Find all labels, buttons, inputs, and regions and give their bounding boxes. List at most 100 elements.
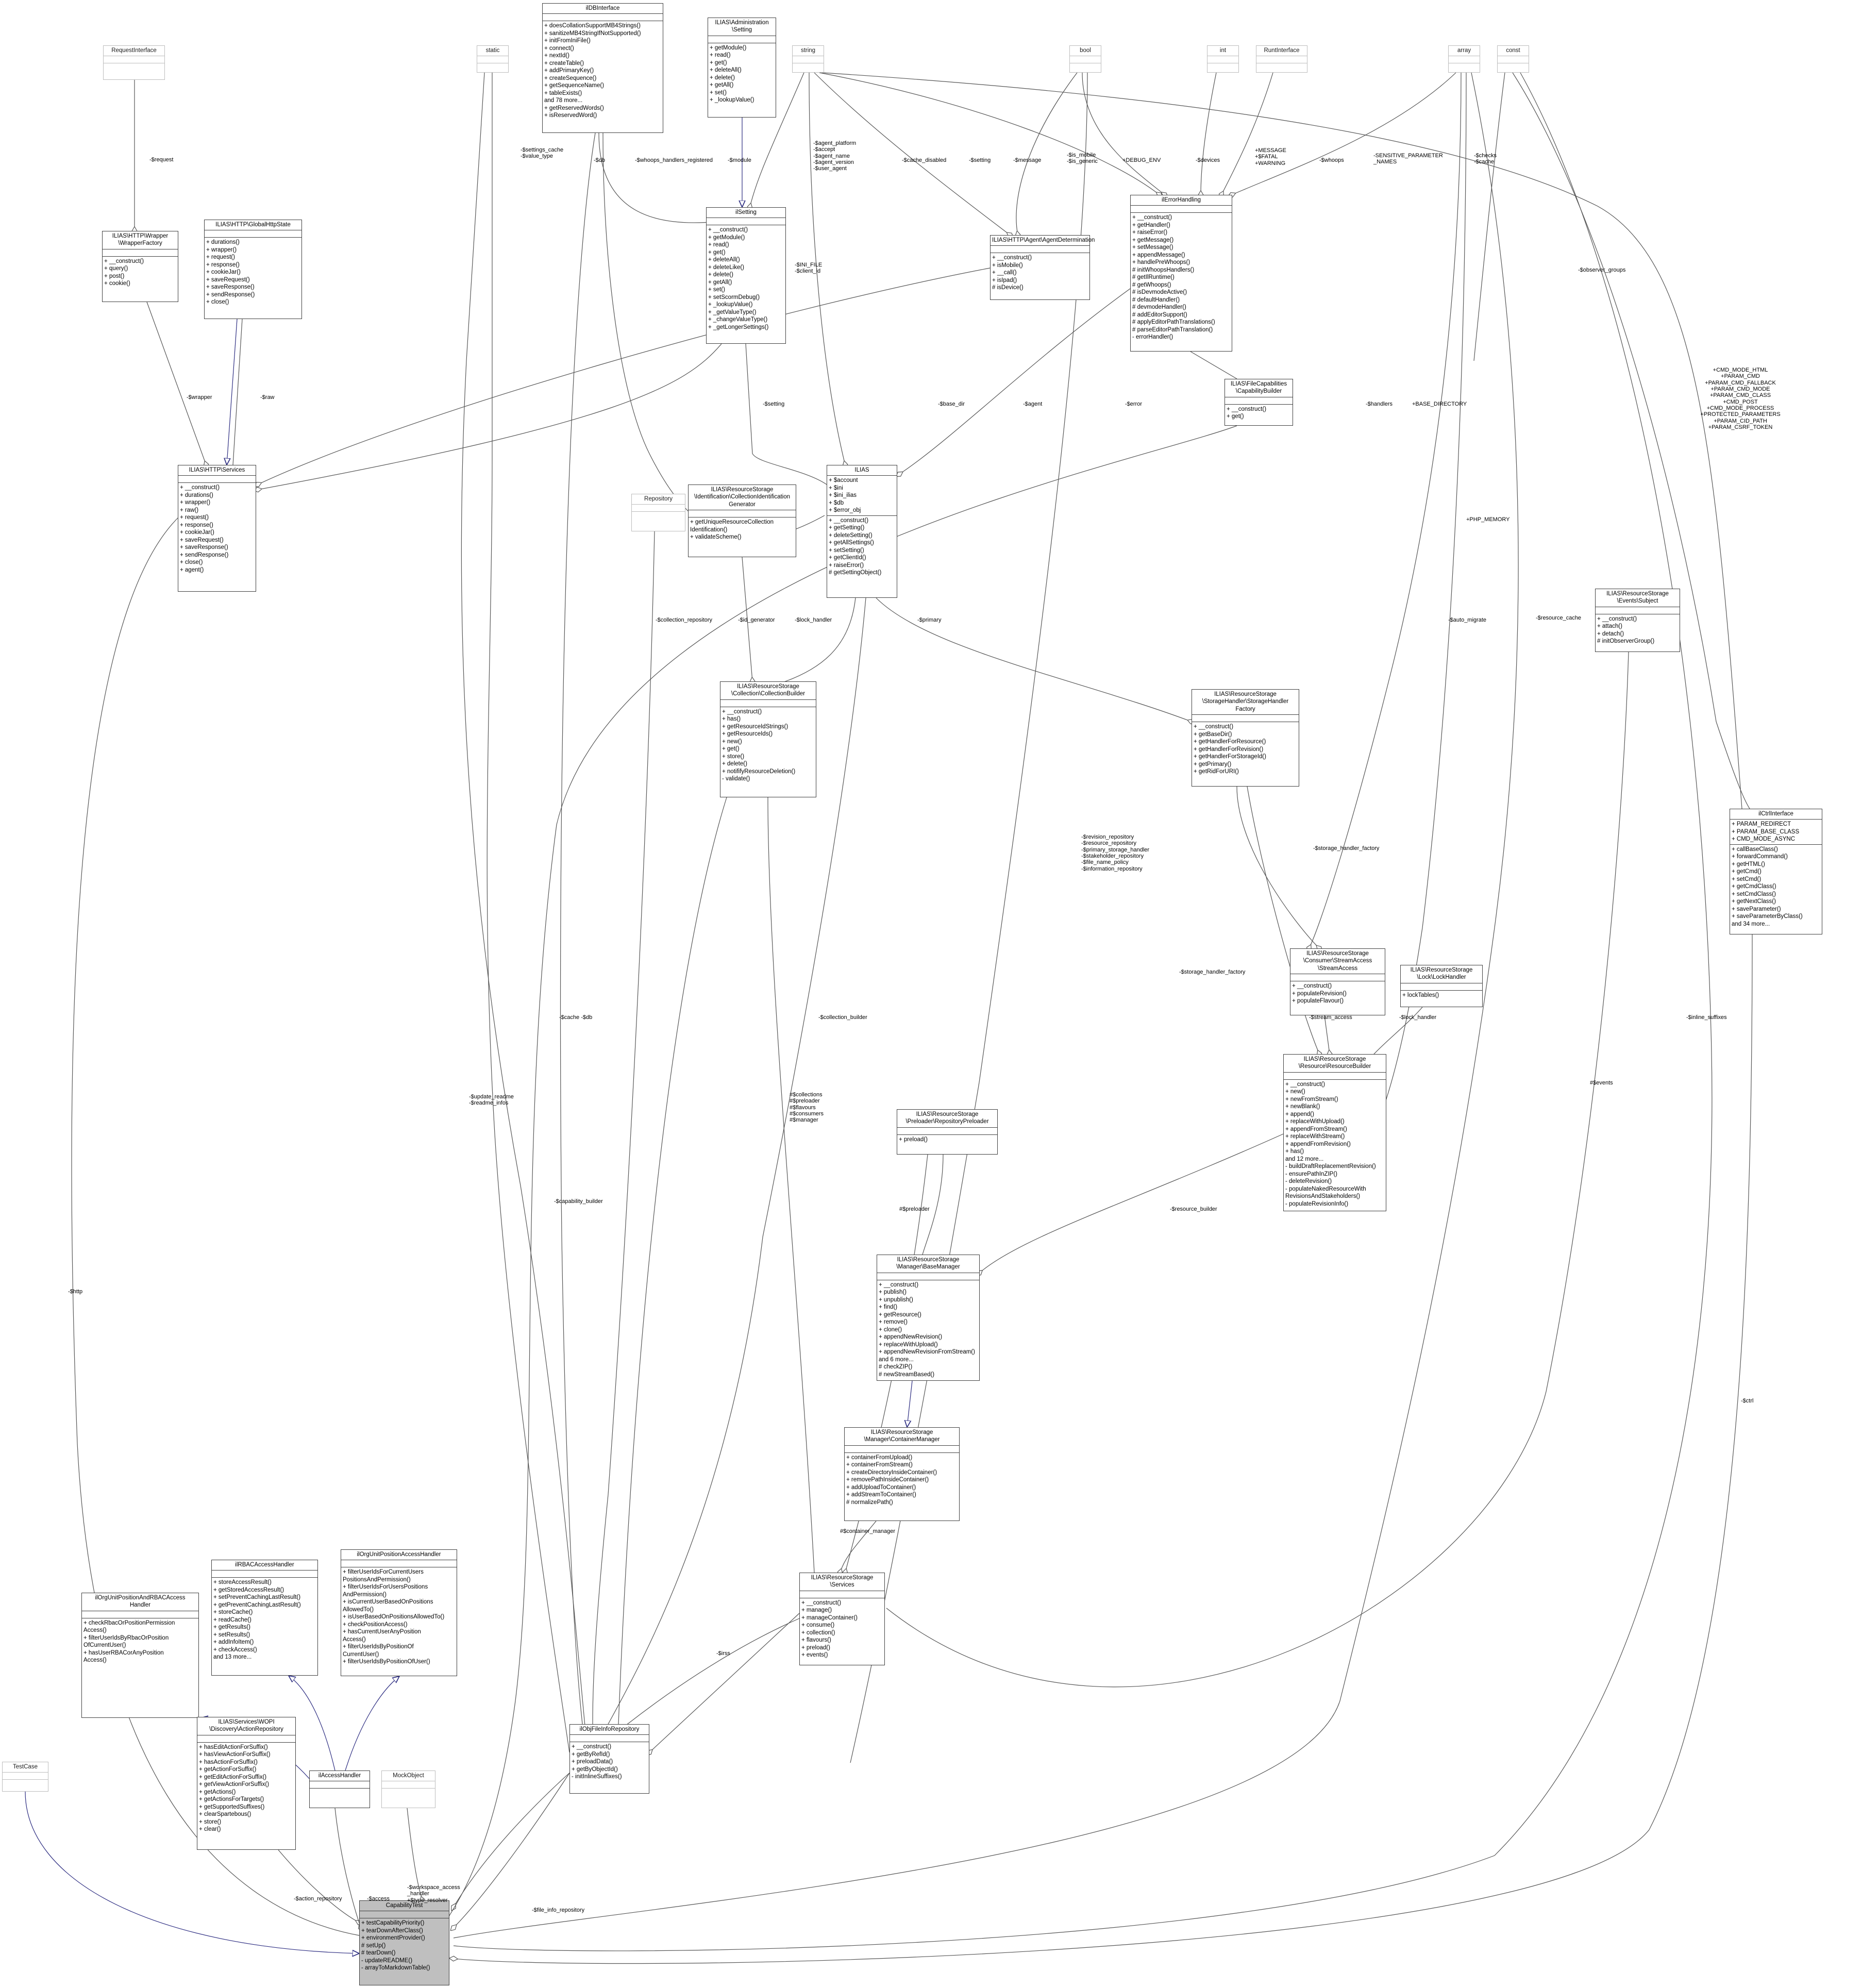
class-node-title: ilSetting [707, 208, 785, 219]
class-node-attributes [1401, 983, 1482, 991]
class-node-int[interactable]: int [1207, 45, 1239, 73]
edge-label-l-ini-file: -$INI_FILE -$client_id [795, 262, 823, 275]
class-node-rs-preloaderrepositorypreloader[interactable]: ILIAS\ResourceStorage \Preloader\Reposit… [897, 1109, 998, 1155]
class-node-attributes [1290, 974, 1385, 982]
edge-label-l-error: -$error [1125, 401, 1143, 407]
edge-label-l-preloader: #$preloader [899, 1206, 930, 1212]
class-node-attributes [1256, 56, 1307, 64]
class-node-title: int [1207, 46, 1238, 57]
edge-label-l-access: -$access [367, 1896, 390, 1902]
edge-label-l-message-fatal: +MESSAGE +$FATAL +WARNING [1255, 147, 1286, 166]
class-node-rs-locklockhandler[interactable]: ILIAS\ResourceStorage \Lock\LockHandler+… [1400, 965, 1483, 1007]
class-node-rs-collectionidentificationgenerator[interactable]: ILIAS\ResourceStorage \Identification\Co… [688, 485, 796, 557]
class-node-idbinterface[interactable]: ilDBInterface+ doesCollationSupportMB4St… [542, 3, 663, 133]
class-node-wopi-actionrepository[interactable]: ILIAS\Services\WOPI \Discovery\ActionRep… [197, 1717, 296, 1850]
class-node-filecapabilities-capabilitybuilder[interactable]: ILIAS\FileCapabilities \CapabilityBuilde… [1224, 379, 1293, 426]
class-node-operations [3, 1780, 48, 1786]
class-node-ilias[interactable]: ILIAS+ $account + $ini + $ini_ilias + $d… [827, 465, 897, 598]
class-node-operations: + storeAccessResult() + getStoredAccessR… [213, 1579, 301, 1661]
class-node-administration-setting[interactable]: ILIAS\Administration \Setting+ getModule… [708, 18, 776, 118]
class-node-string[interactable]: string [792, 45, 824, 73]
class-node-attributes [382, 1781, 435, 1789]
edge-label-l-primary: -$primary [917, 617, 942, 623]
class-node-http-agentdetermination[interactable]: ILIAS\HTTP\Agent\AgentDetermination+ __c… [990, 235, 1095, 300]
class-node-operations: + __construct() + manage() + manageConta… [801, 1599, 858, 1659]
class-node-http-wrapperfactory[interactable]: ILIAS\HTTP\Wrapper \WrapperFactory+ __co… [102, 231, 178, 302]
class-node-repository[interactable]: Repository [631, 494, 685, 531]
class-node-ilaccesshandler[interactable]: ilAccessHandler [309, 1770, 370, 1808]
class-node-rs-collectionbuilder[interactable]: ILIAS\ResourceStorage \Collection\Collec… [720, 681, 816, 797]
class-node-attributes [1498, 56, 1529, 64]
class-node-array[interactable]: array [1448, 45, 1480, 73]
class-node-title: MockObject [382, 1771, 435, 1782]
class-node-operations: + containerFromUpload() + containerFromS… [846, 1454, 937, 1506]
class-node-testcase[interactable]: TestCase [2, 1762, 48, 1792]
class-node-rs-eventssubject[interactable]: ILIAS\ResourceStorage \Events\Subject+ _… [1595, 589, 1680, 652]
class-node-bool[interactable]: bool [1069, 45, 1101, 73]
class-node-rs-storagehandlerfactory[interactable]: ILIAS\ResourceStorage \StorageHandler\St… [1192, 689, 1299, 787]
class-node-capabilitytest[interactable]: CapabilityTest+ testCapabilityPriority()… [359, 1900, 449, 1985]
class-node-title: ILIAS\ResourceStorage \Lock\LockHandler [1401, 965, 1482, 983]
class-node-ilrbacaccesshandler[interactable]: ilRBACAccessHandler+ storeAccessResult()… [211, 1560, 318, 1676]
class-node-rs-containermanager[interactable]: ILIAS\ResourceStorage \Manager\Container… [844, 1427, 960, 1521]
class-node-attributes [1131, 206, 1232, 213]
class-node-operations: + __construct() + getByRefId() + preload… [572, 1744, 622, 1780]
edge-label-l-agent-platform: -$agent_platform -$accept -$agent_name -… [813, 140, 857, 172]
class-node-mockobject[interactable]: MockObject [381, 1770, 435, 1808]
class-node-operations [1498, 63, 1529, 70]
class-node-title: ilOrgUnitPositionAccessHandler [341, 1550, 457, 1561]
edge-label-l-observer-groups: -$observer_groups [1578, 267, 1626, 273]
class-node-iobjfileinforepository[interactable]: ilObjFileInfoRepository + __construct() +… [569, 1724, 649, 1794]
class-node-title: ILIAS\Administration \Setting [708, 18, 776, 36]
class-node-attributes [1207, 56, 1238, 64]
class-node-attributes [104, 56, 164, 64]
class-node-attributes [205, 230, 301, 238]
class-node-operations [104, 63, 164, 70]
edge-label-l-request: -$request [149, 157, 174, 163]
edge-label-l-module: -$module [728, 157, 751, 163]
class-node-operations: + __construct() + getModule() + read() +… [708, 227, 769, 330]
class-node-requestinterface[interactable]: RequestInterface [103, 45, 165, 80]
class-node-title: TestCase [3, 1762, 48, 1773]
class-node-iorgunitpositionandrbacaccesshandler[interactable]: ilOrgUnitPositionAndRBACAccess Handler+ … [81, 1593, 199, 1718]
class-node-runtimeinterface[interactable]: RuntInterface [1256, 45, 1307, 73]
class-node-attributes [341, 1560, 457, 1568]
edge-label-l-cmd-consts: +CMD_MODE_HTML +PARAM_CMD +PARAM_CMD_FAL… [1700, 367, 1781, 430]
class-node-title: const [1498, 46, 1529, 57]
class-node-title: ILIAS\ResourceStorage \Manager\BaseManag… [877, 1255, 979, 1273]
class-node-attributes [212, 1571, 317, 1578]
class-node-http-globalhttpstate[interactable]: ILIAS\HTTP\GlobalHttpState+ durations() … [204, 220, 302, 319]
class-node-operations [1449, 63, 1480, 70]
class-node-attributes: + $account + $ini + $ini_ilias + $db + $… [827, 476, 897, 516]
class-node-attributes [1225, 397, 1293, 405]
class-node-title: bool [1070, 46, 1101, 57]
edge-label-l-resource-builder: -$resource_builder [1170, 1206, 1217, 1212]
class-node-operations: + preload() [899, 1136, 928, 1143]
class-node-rs-basemanager[interactable]: ILIAS\ResourceStorage \Manager\BaseManag… [877, 1255, 980, 1381]
class-node-static[interactable]: static [477, 45, 509, 73]
class-node-ilctrlinterface[interactable]: ilCtrlInterface+ PARAM_REDIRECT + PARAM_… [1730, 809, 1822, 934]
edge-label-l-wrapper: -$wrapper [187, 394, 212, 400]
class-node-operations [1070, 63, 1101, 70]
class-node-ilerrorhandling[interactable]: ilErrorHandling+ __construct() + getHand… [1130, 195, 1232, 352]
class-node-ilsetting[interactable]: ilSetting + __construct() + getModule() +… [706, 207, 786, 344]
class-node-title: ilOrgUnitPositionAndRBACAccess Handler [82, 1593, 198, 1611]
class-node-rs-consumerstreamaccess[interactable]: ILIAS\ResourceStorage \Consumer\StreamAc… [1290, 948, 1385, 1015]
class-node-title: ILIAS\FileCapabilities \CapabilityBuilde… [1225, 379, 1293, 397]
class-node-const[interactable]: const [1497, 45, 1529, 73]
class-node-title: ILIAS\ResourceStorage \Resource\Resource… [1284, 1055, 1386, 1073]
edge-label-l-storage-hf: -$storage_handler_factory [1313, 845, 1380, 851]
class-node-title: ILIAS\ResourceStorage \Events\Subject [1596, 589, 1680, 607]
class-node-rs-services[interactable]: ILIAS\ResourceStorage \Services + __const… [799, 1573, 885, 1665]
edge-label-l-collection-repo: -$collection_repository [656, 617, 713, 623]
class-node-http-services[interactable]: ILIAS\HTTP\Services+ __construct() + dur… [178, 465, 256, 592]
edge-label-l-php-memory: +PHP_MEMORY [1466, 516, 1510, 523]
class-node-operations: + __construct() + query() + post() + coo… [104, 258, 144, 287]
class-node-title: ILIAS\ResourceStorage \Services [800, 1573, 884, 1591]
class-node-operations [632, 512, 685, 519]
class-node-ilorgunitpositionaccesshandler[interactable]: ilOrgUnitPositionAccessHandler+ filterUs… [341, 1549, 457, 1676]
class-node-rs-resourcebuilder[interactable]: ILIAS\ResourceStorage \Resource\Resource… [1283, 1054, 1386, 1211]
class-node-title: ilObjFileInfoRepository [570, 1725, 649, 1735]
edge-label-l-id-generator: -$id_generator [738, 617, 775, 623]
edge-label-l-sensitive: -SENSITIVE_PARAMETER _NAMES [1373, 153, 1443, 165]
